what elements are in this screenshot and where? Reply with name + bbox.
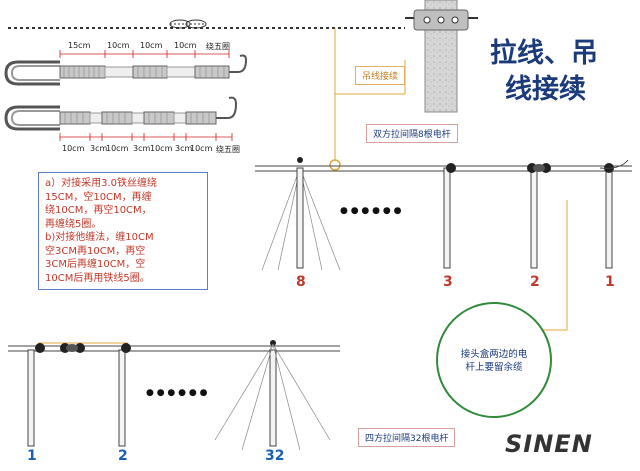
pole-number-bottom-32: 32 <box>265 448 285 464</box>
top-caption: 双方拉间隔8根电杆 <box>366 124 458 143</box>
notes-box: a）对接采用3.0铁丝缠绕 15CM，空10CM，再缠 绕10CM，再空10CM… <box>38 172 208 290</box>
wrap-bottom-dim-7: 10cm <box>190 144 213 153</box>
pole-number-bottom-2: 2 <box>118 448 128 464</box>
bottom-caption: 四方拉间隔32根电杆 <box>358 428 456 447</box>
wrap-bottom-end-label: 绕五圈 <box>216 145 240 154</box>
wrap-bottom-dim-4: 3cm <box>133 144 151 153</box>
wrap-bottom-dim-3: 10cm <box>106 144 129 153</box>
continuation-dots-top: ● ● ● ● ● ● <box>340 206 402 216</box>
wrap-top-dim-4: 10cm <box>174 41 197 50</box>
pole-number-2: 2 <box>530 274 540 290</box>
wrap-diagram-top <box>4 50 248 86</box>
pole-number-bottom-1: 1 <box>27 448 37 464</box>
wrap-bottom-dim-2: 3cm <box>90 144 108 153</box>
note-line: a）对接采用3.0铁丝缠绕 <box>45 178 158 189</box>
pole-clamp-icon <box>405 0 478 113</box>
note-line: 绕10CM，再空10CM， <box>45 205 152 216</box>
hanger-splice-label: 吊线接续 <box>355 66 406 85</box>
note-line: 3CM后再缠10CM，空 <box>45 259 146 270</box>
continuation-dots-bottom: ● ● ● ● ● ● <box>146 388 208 398</box>
note-line: 15CM，空10CM，再缠 <box>45 191 152 203</box>
circle-note-text: 接头盒两边的电 杆上要留余缆 <box>439 348 549 374</box>
pole-number-8: 8 <box>296 274 306 290</box>
note-circle <box>436 302 552 418</box>
bottom-pole-run <box>8 340 340 451</box>
sinen-logo: SINEN <box>505 430 593 458</box>
wrap-bottom-dim-5: 10cm <box>150 144 173 153</box>
note-line: 空3CM再10CM，再空 <box>45 245 146 257</box>
wrap-bottom-dim-1: 10cm <box>62 144 85 153</box>
wrap-top-dim-3: 10cm <box>140 41 163 50</box>
title-line-2: 线接续 <box>505 74 586 105</box>
splice-knot <box>169 19 207 29</box>
circle-note-line: 接头盒两边的电 <box>460 349 528 360</box>
wrap-diagram-bottom <box>4 96 238 141</box>
top-pole-run <box>255 157 632 271</box>
note-line: 10CM后再用铁线5圈。 <box>45 272 150 284</box>
note-line: b)对接他缠法，缠10CM <box>45 232 154 243</box>
wrap-bottom-dim-6: 3cm <box>175 144 193 153</box>
title-line-1: 拉线、吊 <box>490 38 598 69</box>
note-line: 再缠绕5圈。 <box>45 218 102 230</box>
pole-number-3: 3 <box>443 274 453 290</box>
wrap-top-dim-1: 15cm <box>68 41 91 50</box>
circle-note-line: 杆上要留余缆 <box>465 362 523 373</box>
wrap-top-end-label: 绕五圈 <box>206 42 230 51</box>
guide-lines <box>329 28 406 171</box>
wrap-top-dim-2: 10cm <box>107 41 130 50</box>
pole-number-1: 1 <box>605 274 615 290</box>
